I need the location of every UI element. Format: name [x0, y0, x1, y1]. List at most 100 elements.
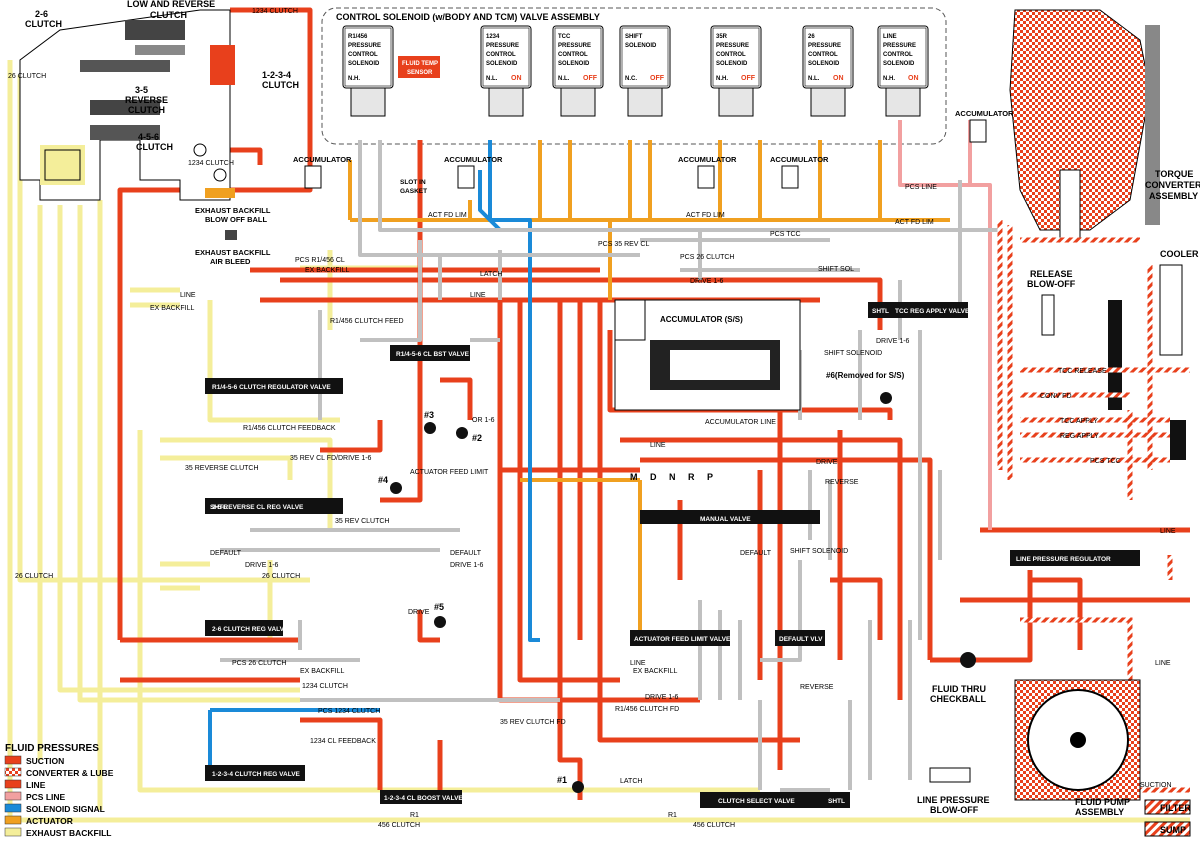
bst1234-valve-label: 1-2-3-4 CL BOOST VALVE	[384, 795, 463, 802]
legend-swatch-suction	[4, 755, 22, 765]
solenoid-5-state: ON	[833, 75, 844, 82]
release-blowoff-label: RELEASE	[1030, 269, 1073, 279]
legend-swatch-exhaust_backfill	[4, 827, 22, 837]
release-blowoff	[1041, 294, 1055, 336]
accumulator-label-2: ACCUMULATOR	[444, 155, 503, 164]
solenoid-2-l3: CONTROL	[558, 52, 588, 58]
act-feed-valve-label: ACTUATOR FEED LIMIT VALVE	[634, 636, 731, 643]
label-default-b: DEFAULT	[450, 550, 482, 557]
label-drive-16-b: DRIVE 1-6	[245, 562, 279, 569]
prndl-indicator: M D N R P	[630, 472, 718, 482]
solenoid-4-type: N.H.	[716, 76, 728, 82]
label-1234-clutch-top: 1234 CLUTCH	[252, 8, 298, 15]
solenoid-assembly-title: CONTROL SOLENOID (w/BODY AND TCM) VALVE …	[336, 12, 600, 22]
label-1234-cl-feedback: 1234 CL FEEDBACK	[310, 738, 376, 745]
solenoid-6-l3: CONTROL	[883, 52, 913, 58]
torque-converter-label-3: ASSEMBLY	[1149, 191, 1198, 201]
checkball-5-label: #5	[434, 602, 444, 612]
label-suction: SUCTION	[1140, 782, 1172, 789]
accumulators	[304, 119, 987, 189]
low-reverse-label: LOW AND REVERSE	[127, 0, 215, 9]
fluid-thru-label-2: CHECKBALL	[930, 694, 986, 704]
label-reverse-a: REVERSE	[800, 684, 834, 691]
label-drive-a: DRIVE	[408, 609, 430, 616]
label-pcs-tcc: PCS TCC	[770, 231, 801, 238]
solenoid-2-state: OFF	[583, 75, 598, 82]
checkball-3-label: #3	[424, 410, 434, 420]
reg1234-valve-label: 1-2-3-4 CLUTCH REG VALVE	[212, 771, 301, 778]
solenoid-face	[554, 27, 602, 87]
label-line-d: LINE	[630, 660, 646, 667]
solenoid-stem	[810, 87, 846, 117]
label-pcs-1234: PCS 1234 CLUTCH	[318, 708, 380, 715]
label-456-clutch-a: 456 CLUTCH	[378, 822, 420, 829]
label-pcs-26: PCS 26 CLUTCH	[232, 660, 286, 667]
fluid-temp-label-2: SENSOR	[407, 70, 433, 76]
label-shift-solenoid-a: SHIFT SOLENOID	[824, 350, 882, 357]
accumulator-label-5: ACCUMULATOR	[955, 109, 1014, 118]
label-act-fd-lim-3: ACT FD LIM	[895, 219, 934, 226]
slot-gasket-label-2: GASKET	[400, 188, 427, 195]
solenoid-face	[879, 27, 927, 87]
line-press-valve-label: LINE PRESSURE REGULATOR	[1016, 556, 1111, 563]
solenoid-6-state: ON	[908, 75, 919, 82]
sump	[1144, 821, 1191, 837]
reg35-valve-label: 3-5-REVERSE CL REG VALVE	[212, 504, 304, 511]
label-1234-clutch-low: 1234 CLUTCH	[302, 683, 348, 690]
clutch-packs	[19, 9, 235, 201]
label-shift-sol: SHIFT SOL	[818, 266, 854, 273]
solenoid-group: R1/456PRESSURECONTROLSOLENOIDN.H.1234PRE…	[342, 25, 929, 117]
clutch-456-label-2: CLUTCH	[136, 142, 173, 152]
legend-swatch-line	[4, 779, 22, 789]
line-press-blowoff-label: LINE PRESSURE	[917, 795, 990, 805]
label-1234-clutch-mid: 1234 CLUTCH	[188, 160, 234, 167]
solenoid-0-l1: R1/456	[348, 34, 368, 40]
label-r1-a: R1	[410, 812, 419, 819]
legend-label-suction: SUCTION	[26, 756, 64, 766]
accumulator-ss-label: ACCUMULATOR (S/S)	[660, 315, 743, 324]
label-rev-cl-fd: 35 REV CL FD/DRIVE 1-6	[290, 455, 372, 462]
solenoid-face	[621, 27, 669, 87]
manual-valve-label: MANUAL VALVE	[700, 516, 751, 523]
label-r1456-cl-fd: R1/456 CLUTCH FD	[615, 706, 679, 713]
checkballs	[390, 392, 976, 793]
solenoid-2-l1: TCC	[558, 34, 571, 40]
solenoid-4-l3: CONTROL	[716, 52, 746, 58]
label-default-a: DEFAULT	[210, 550, 242, 557]
label-line-f: LINE	[1160, 528, 1176, 535]
legend-label-solenoid_signal: SOLENOID SIGNAL	[26, 804, 105, 814]
label-35-rev-clutch-fd: 35 REV CLUTCH FD	[500, 719, 566, 726]
solenoid-5-l2: PRESSURE	[808, 43, 841, 49]
legend-label-pcs_line: PCS LINE	[26, 792, 66, 802]
solenoid-5-type: N.L.	[808, 76, 820, 82]
clutch-1234-label-2: CLUTCH	[262, 80, 299, 90]
label-line-e: LINE	[1155, 660, 1171, 667]
solenoid-4-l1: 35R	[716, 34, 728, 40]
solenoid-6-type: N.H.	[883, 76, 895, 82]
exhaust-bf-air-label: EXHAUST BACKFILL	[195, 248, 271, 257]
solenoid-stem	[627, 87, 663, 117]
legend-label-actuator: ACTUATOR	[26, 816, 73, 826]
solenoid-assembly-frame	[321, 7, 947, 145]
tcc-reg-valve-label: TCC REG APPLY VALVE	[895, 308, 970, 315]
fluid-pump-label-2: ASSEMBLY	[1075, 807, 1124, 817]
label-accumulator-line: ACCUMULATOR LINE	[705, 419, 776, 426]
solenoid-3-l1: SHIFT	[625, 34, 643, 40]
label-ex-backfill-b: EX BACKFILL	[150, 305, 194, 312]
solenoid-5-l4: SOLENOID	[808, 61, 840, 67]
torque-converter-label: TORQUE	[1155, 169, 1193, 179]
solenoid-face	[344, 27, 392, 87]
shtl-label-3: SHTL	[828, 798, 845, 805]
solenoid-1-l1: 1234	[486, 34, 500, 40]
fluid-pump-label: FLUID PUMP	[1075, 797, 1130, 807]
solenoid-2-l2: PRESSURE	[558, 43, 591, 49]
solenoid-stem	[350, 87, 386, 117]
label-drive-16-c: DRIVE 1-6	[450, 562, 484, 569]
fluid-thru-label: FLUID THRU	[932, 684, 986, 694]
legend-swatch-converter_lube	[4, 767, 22, 777]
label-26-clutch-b: 26 CLUTCH	[262, 573, 300, 580]
checkball-1-label: #1	[557, 775, 567, 785]
